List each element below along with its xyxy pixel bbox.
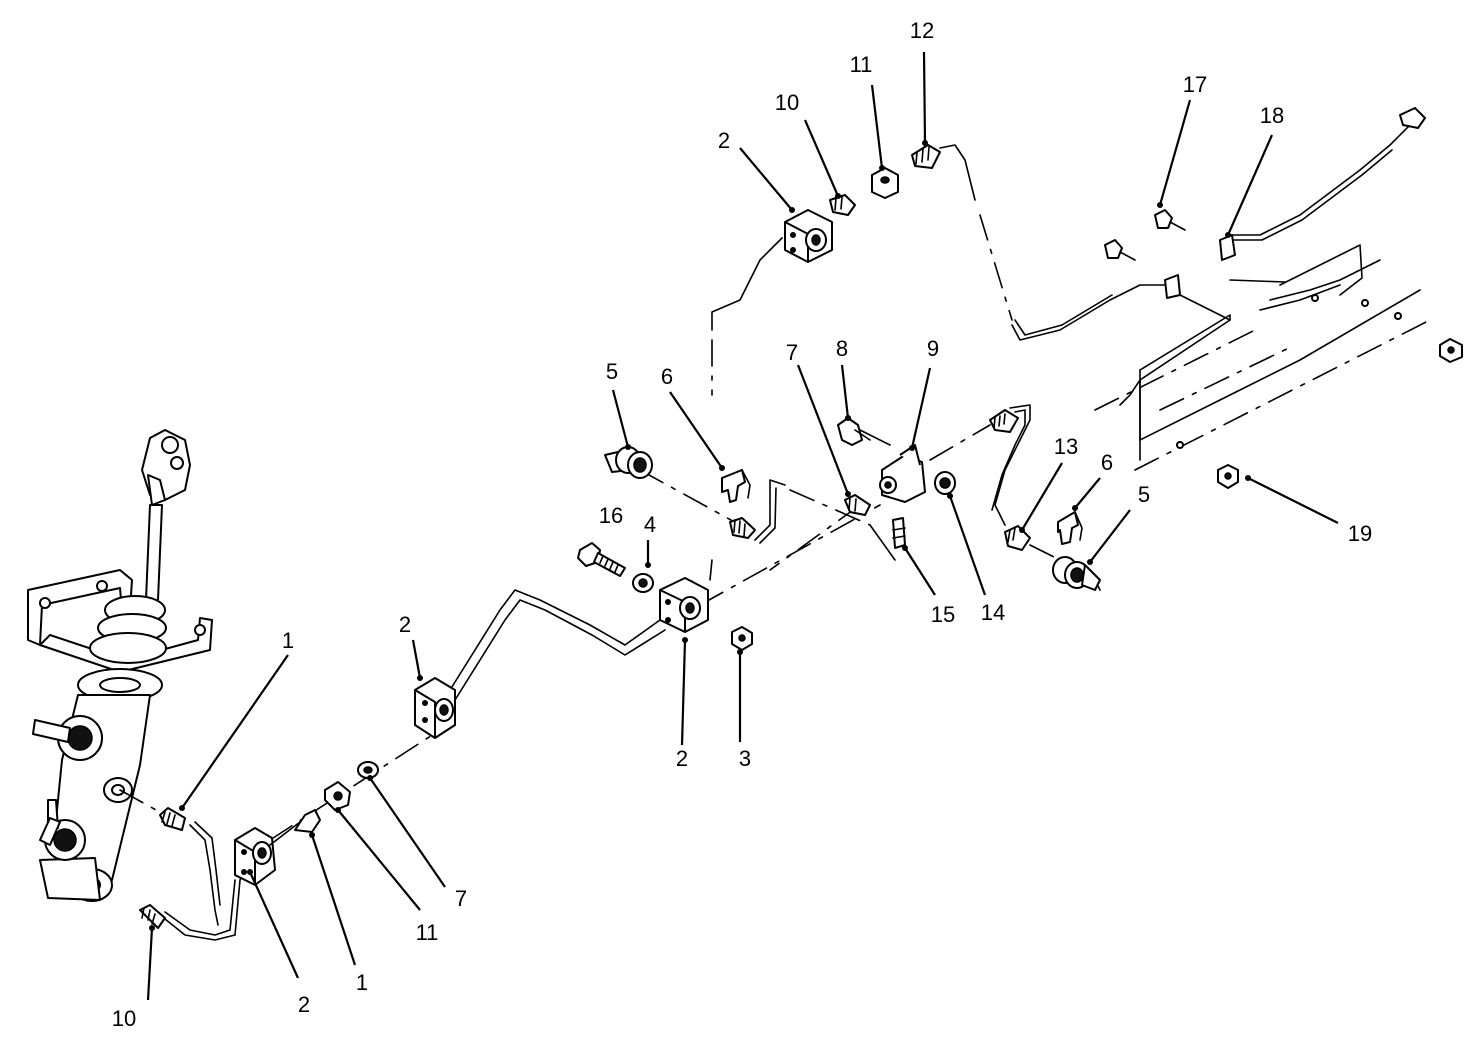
fitting-12 [911,144,941,169]
callout-10-top: 10 [775,90,799,115]
callout-18: 18 [1260,103,1284,128]
callout-16: 16 [599,503,623,528]
callout-1-lower: 1 [356,970,368,995]
bolt-1-lower [269,809,321,846]
callout-5-left: 5 [606,359,618,384]
nut-11-top [871,167,899,199]
callout-11-top: 11 [850,52,873,77]
junction-block-mid [414,677,456,739]
callout-17: 17 [1183,72,1207,97]
callout-7-center: 7 [786,340,798,365]
nut-3 [731,626,753,651]
clip-6-right [1057,511,1083,545]
fitting-1-upper [159,807,186,831]
fitting-13 [1004,525,1031,551]
callout-13: 13 [1054,434,1078,459]
callout-11-lower: 11 [416,920,439,945]
callout-10-lower: 10 [112,1006,136,1031]
bolt-8 [837,417,871,446]
callout-2-lower-left: 2 [298,992,310,1017]
fitting-7-lower [357,761,379,779]
callout-9: 9 [927,336,939,361]
bolt-17 [1154,209,1186,231]
fitting-10-lower [139,904,166,929]
junction-block-top [784,209,833,263]
callout-labels: 1 1 2 2 2 2 3 4 5 5 6 6 7 7 8 9 10 10 11… [112,18,1372,1031]
nut-14 [934,471,956,495]
nut-right-end [1439,338,1463,363]
callout-2-center: 2 [676,746,688,771]
callout-3: 3 [739,746,751,771]
clip-6-left [721,469,751,503]
hose-5-right [1052,556,1101,591]
master-cylinder-assembly [27,429,213,902]
callout-7-lower: 7 [455,886,467,911]
nut-11-lower [324,781,351,811]
callout-14: 14 [981,600,1005,625]
fitting-6-left-lower [729,517,756,539]
fitting-upper-right-block [989,409,1019,433]
callout-6-right: 6 [1101,450,1113,475]
junction-block-center [659,577,709,633]
callout-15: 15 [931,602,955,627]
clip-18 [1219,234,1236,261]
callout-5-right: 5 [1138,482,1150,507]
callout-12: 12 [910,18,934,43]
callout-19: 19 [1348,521,1372,546]
clip-left-frame [1164,274,1181,299]
brake-lines [119,124,1431,941]
callout-8: 8 [836,336,848,361]
fitting-7-center [844,494,871,516]
callout-2-mid: 2 [399,612,411,637]
callout-1-upper: 1 [282,628,294,653]
callout-4: 4 [644,512,656,537]
bolt-16 [577,542,626,577]
nut-19 [1217,464,1239,489]
leader-lines [146,51,1339,1001]
washer-4 [632,573,654,593]
bolt-left-frame [1104,239,1136,261]
hose-5-left [604,446,653,479]
callout-2-top: 2 [718,128,730,153]
fitting-10-top [829,194,856,216]
fitting-top-right [1399,107,1426,129]
callout-6-left: 6 [661,364,673,389]
frame-holes [1176,294,1402,449]
junction-block-lower-left [234,827,276,886]
proportioning-valve-9 [879,444,926,549]
